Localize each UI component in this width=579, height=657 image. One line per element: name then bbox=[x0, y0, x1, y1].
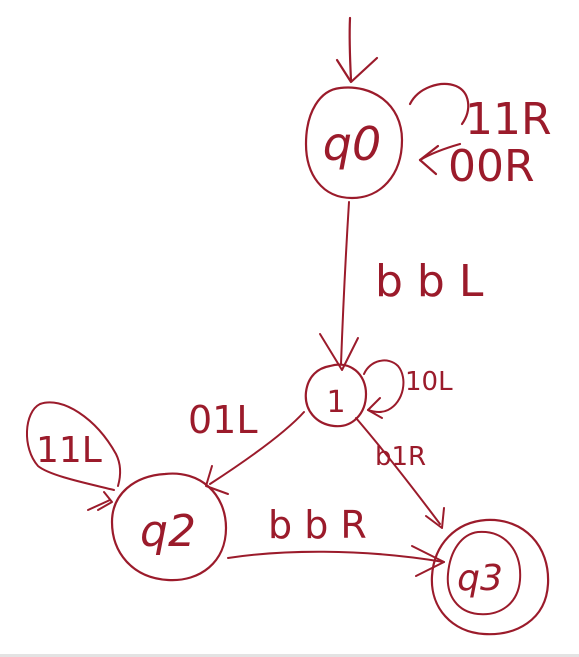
state-q2: q2 bbox=[110, 472, 228, 582]
edge-q0-q1-label: b b L bbox=[375, 256, 484, 307]
edge-q2-q3-label: b b R bbox=[268, 503, 367, 547]
edge-q1-q3 bbox=[355, 417, 445, 529]
loop-q1-label: 10L bbox=[405, 367, 453, 397]
loop-q2 bbox=[25, 401, 122, 511]
loop-q0-label-1: 11R bbox=[465, 94, 552, 145]
start-arrow bbox=[335, 16, 379, 84]
state-q2-label: q2 bbox=[140, 506, 196, 557]
edge-q1-q2-label: 01L bbox=[188, 398, 258, 442]
bottom-rule bbox=[0, 654, 579, 657]
loop-q0 bbox=[408, 82, 470, 176]
edge-q1-q2 bbox=[205, 411, 305, 495]
loop-q2-label: 11L bbox=[36, 430, 102, 471]
state-q3-label: q3 bbox=[457, 558, 503, 599]
state-q0: q0 bbox=[304, 86, 404, 200]
state-q3: q3 bbox=[430, 518, 550, 636]
loop-q0-label-2: 00R bbox=[448, 141, 535, 192]
edge-q2-q3 bbox=[227, 545, 445, 577]
state-q1: 1 bbox=[304, 363, 368, 428]
loop-q1 bbox=[363, 359, 405, 419]
state-q1-label: 1 bbox=[326, 385, 345, 420]
edge-q0-q1 bbox=[319, 201, 359, 371]
edge-q1-q3-label: b1R bbox=[375, 442, 426, 472]
state-q0-label: q0 bbox=[323, 117, 381, 171]
